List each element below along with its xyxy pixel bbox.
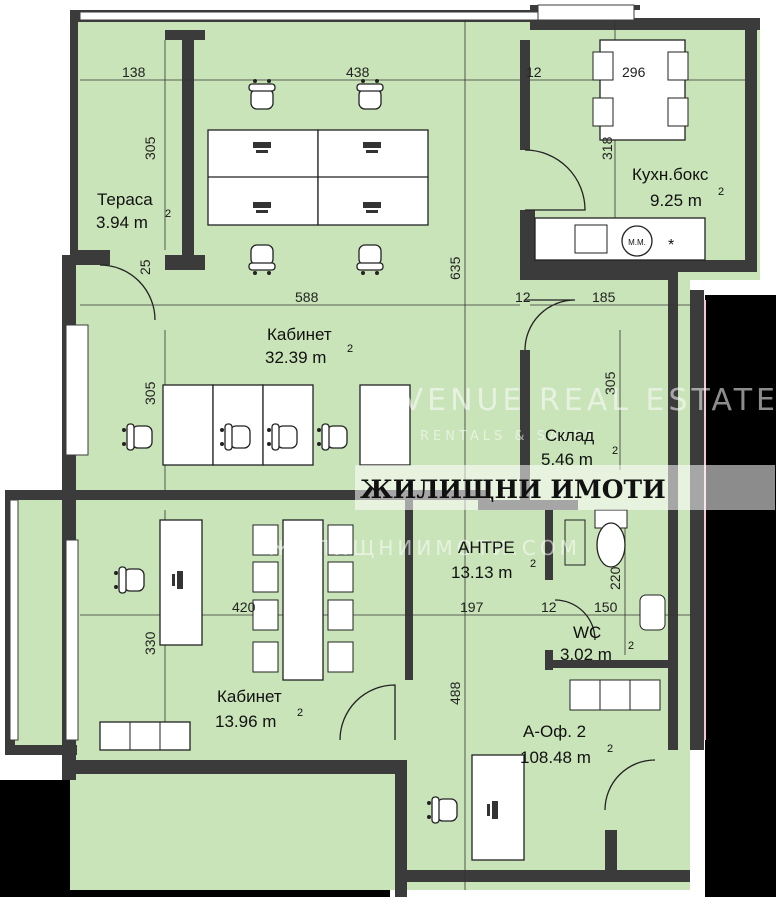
dim-label: 150 <box>594 599 618 615</box>
dim-label: 588 <box>295 289 319 305</box>
watermark-line: ЖИЛИЩНИ ИМОТИ <box>360 475 666 504</box>
dim-label: 305 <box>602 371 618 395</box>
dim-label: 438 <box>346 64 370 80</box>
dim-label: 138 <box>122 64 146 80</box>
office-big-area: 32.39 m <box>265 348 326 367</box>
dim-label: 318 <box>599 136 615 160</box>
desk-cluster-top <box>207 129 429 226</box>
office-big-name: Кабинет <box>267 325 332 344</box>
sink-icon <box>639 594 666 631</box>
dim-label: 305 <box>142 381 158 405</box>
sup: 2 <box>530 558 536 570</box>
hall-name: АНТРЕ <box>458 538 515 557</box>
watermark: AVENUE REAL ESTATE RENTALS & SALES ЖИЛИЩ… <box>270 383 776 560</box>
sup: 2 <box>718 186 724 198</box>
dim-label: 635 <box>447 256 463 280</box>
kitchen-furniture: М.М. * <box>534 39 706 261</box>
storage-area: 5.46 m <box>541 450 593 469</box>
toilet-icon <box>596 522 626 568</box>
watermark-line: RENTALS & SALES <box>420 429 598 444</box>
watermark-line: ЖИЛИЩНИИМОТИ.COM <box>270 536 581 560</box>
meeting-table <box>252 519 354 681</box>
room-labels: Тераса 3.94 m 2 Кухн.бокс 9.25 m 2 Кабин… <box>96 165 724 767</box>
terrace-name: Тераса <box>97 190 153 209</box>
dimension-labels: 138 438 296 305 635 318 588 12 185 305 3… <box>122 64 646 705</box>
watermark-line: AVENUE REAL ESTATE <box>380 383 776 418</box>
desk-row-middle <box>121 384 411 466</box>
hall-area: 13.13 m <box>451 563 512 582</box>
sup: 2 <box>612 445 618 457</box>
wc-area: 3.02 m <box>560 645 612 664</box>
outside-right <box>705 295 776 897</box>
dim-label: 185 <box>592 289 616 305</box>
dim-label: 12 <box>515 289 531 305</box>
kitchen-area: 9.25 m <box>650 191 702 210</box>
office-small-name: Кабинет <box>217 687 282 706</box>
dim-label: 25 <box>137 259 153 275</box>
kitchen-name: Кухн.бокс <box>632 165 709 184</box>
unit-area: 108.48 m <box>520 748 591 767</box>
unit-name: А-Оф. 2 <box>523 722 586 741</box>
dim-label: 305 <box>142 136 158 160</box>
windows <box>9 4 635 741</box>
sup: 2 <box>165 208 171 220</box>
wc-fixtures <box>564 509 666 631</box>
dim-label: 12 <box>541 599 557 615</box>
sup: 2 <box>347 343 353 355</box>
dim-label: 220 <box>607 566 623 590</box>
doors <box>99 149 656 811</box>
meter-label: М.М. <box>628 238 646 247</box>
terrace-area: 3.94 m <box>96 213 148 232</box>
sup: 2 <box>297 707 303 719</box>
sup: 2 <box>628 640 634 652</box>
dim-label: 296 <box>622 64 646 80</box>
star-mark: * <box>668 237 674 254</box>
dim-label: 420 <box>232 599 256 615</box>
desk-small-office <box>99 519 203 751</box>
dim-label: 12 <box>526 64 542 80</box>
dim-label: 330 <box>142 631 158 655</box>
entrance-furniture <box>426 679 661 861</box>
wc-name: WC <box>573 623 601 642</box>
meter-icon <box>621 225 653 257</box>
dim-label: 488 <box>447 681 463 705</box>
office-small-area: 13.96 m <box>215 712 276 731</box>
storage-name: Склад <box>545 426 594 445</box>
sup: 2 <box>607 743 613 755</box>
dim-label: 197 <box>460 599 484 615</box>
